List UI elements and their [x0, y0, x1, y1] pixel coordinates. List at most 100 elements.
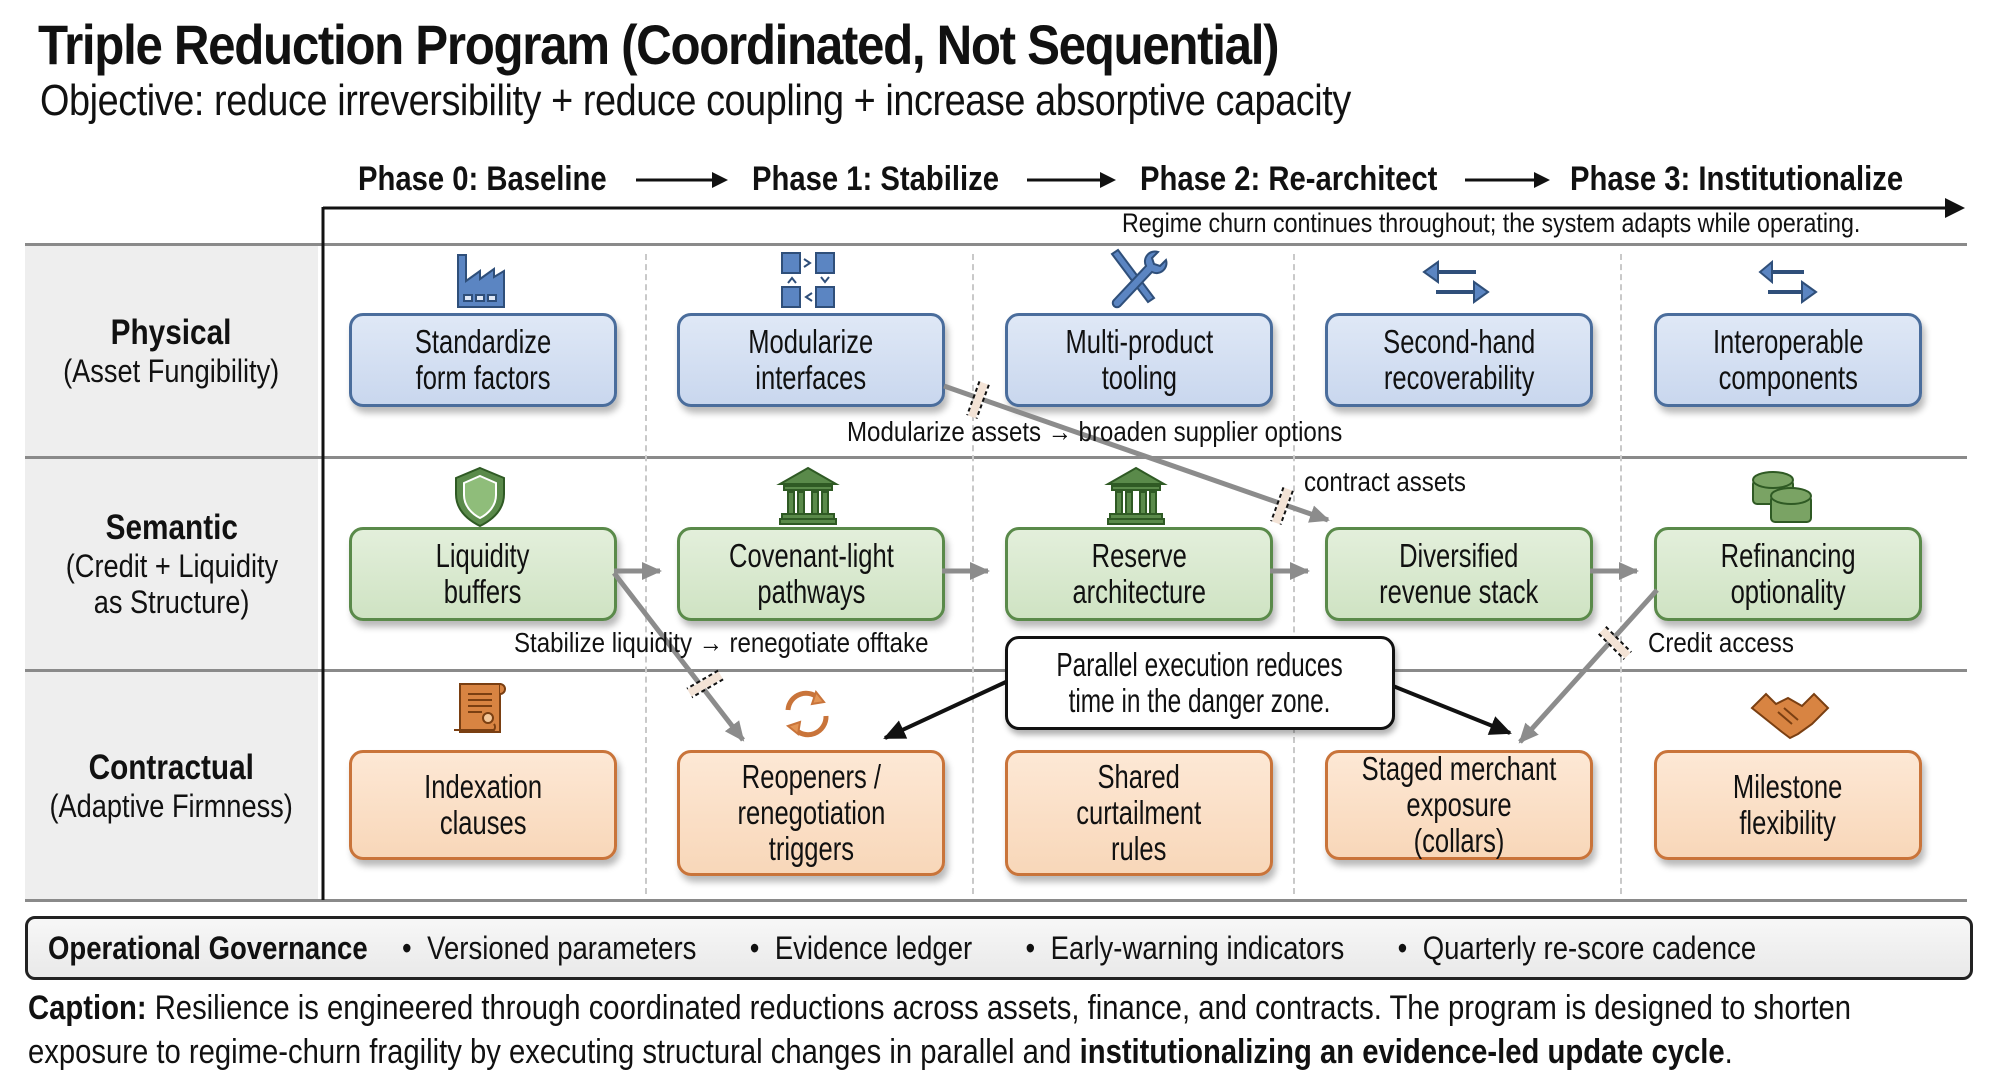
refresh-cycle-icon — [785, 689, 829, 738]
step-label: Reopeners / — [741, 758, 881, 795]
scroll-certificate-icon — [454, 683, 506, 733]
break-mark — [1598, 626, 1632, 660]
phase-1-label: Phase 1: Stabilize — [752, 160, 1000, 198]
step-label: Diversified — [1399, 537, 1519, 574]
step-label: pathways — [757, 573, 865, 610]
step-label: Milestone — [1733, 768, 1843, 805]
step-label: Multi-product — [1065, 323, 1213, 360]
phase-2-label: Phase 2: Re-architect — [1140, 160, 1438, 198]
operational-governance-bar: Operational Governance Versioned paramet… — [25, 916, 1973, 980]
step-label: architecture — [1072, 573, 1206, 610]
factory-icon — [457, 254, 505, 308]
governance-item: Versioned parameters — [402, 930, 696, 967]
step-label: renegotiation — [737, 794, 885, 831]
cross-links — [612, 383, 1659, 744]
step-label: Shared — [1097, 758, 1181, 795]
step-label: revenue stack — [1379, 573, 1539, 610]
diagram-title: Triple Reduction Program (Coordinated, N… — [38, 13, 1280, 76]
modular-interfaces-icon — [781, 252, 835, 308]
row-divider — [25, 243, 1967, 246]
governance-title: Operational Governance — [48, 929, 368, 966]
row-title: Contractual — [88, 748, 255, 787]
timeline-note: Regime churn continues throughout; the s… — [1122, 208, 1861, 238]
step-label: flexibility — [1739, 804, 1837, 841]
callout-arrow-left — [883, 679, 1009, 740]
row-label-contractual: Contractual (Adaptive Firmness) — [25, 672, 318, 900]
caption-end: . — [1724, 1033, 1733, 1071]
phase-arrow-head — [1100, 172, 1116, 188]
caption-bold-tail: institutionalizing an evidence-led updat… — [1079, 1033, 1725, 1071]
step-label: Interoperable — [1712, 323, 1864, 360]
step-label: buffers — [444, 573, 522, 610]
link-note-credit-access: Credit access — [1648, 627, 1794, 658]
governance-item: Quarterly re-score cadence — [1398, 930, 1756, 967]
step-label: curtailment — [1076, 794, 1202, 831]
phase-arrow-head — [1534, 172, 1550, 188]
step-label: Second-hand — [1382, 323, 1536, 360]
phase-arrows — [636, 172, 1550, 188]
link-note-stabilize: Stabilize liquidity → renegotiate offtak… — [514, 627, 929, 658]
governance-item: Evidence ledger — [750, 930, 972, 967]
row-title: Physical — [111, 313, 232, 352]
step-label: Liquidity — [436, 537, 530, 574]
link-note-modularize: Modularize assets → broaden supplier opt… — [847, 416, 1343, 447]
row-label-semantic: Semantic (Credit + Liquidity as Structur… — [25, 459, 318, 669]
shield-icon — [455, 466, 505, 528]
step-label: triggers — [768, 830, 854, 867]
row-subtitle: (Credit + Liquidity — [65, 548, 278, 584]
timeline-axis-head — [1945, 198, 1965, 218]
step-label: Standardize — [414, 323, 552, 360]
governance-item: Early-warning indicators — [1025, 930, 1345, 967]
handshake-icon — [1750, 692, 1830, 740]
link-liquidity-to-reopeners — [612, 571, 745, 742]
callout-arrows — [883, 679, 1512, 740]
tools-icon — [1110, 248, 1168, 309]
caption-text: Resilience is engineered through coordin… — [28, 989, 1852, 1071]
link-note-contract-assets: contract assets — [1304, 466, 1466, 497]
row-subtitle: (Adaptive Firmness) — [49, 788, 294, 824]
step-label: clauses — [439, 804, 527, 841]
row-label-physical: Physical (Asset Fungibility) — [25, 246, 318, 456]
step-label: form factors — [415, 359, 551, 396]
step-label: exposure (collars) — [1406, 786, 1512, 859]
row-divider — [25, 669, 1967, 672]
link-refinancing-to-staged — [1518, 588, 1659, 744]
step-label: Reserve — [1091, 537, 1187, 574]
step-label: tooling — [1101, 359, 1177, 396]
step-label: components — [1718, 359, 1858, 396]
row-subtitle: as Structure) — [93, 584, 250, 620]
phase-3-label: Phase 3: Institutionalize — [1570, 160, 1904, 198]
row-divider — [25, 456, 1967, 459]
diagram-subtitle: Objective: reduce irreversibility + redu… — [40, 76, 1351, 125]
step-label: Staged merchant — [1361, 750, 1557, 787]
bank-icon — [776, 466, 840, 525]
figure-caption: Caption: Resilience is engineered throug… — [28, 986, 1918, 1074]
timeline-axis — [321, 198, 1965, 900]
row-divider — [25, 899, 1967, 902]
row-subtitle: (Asset Fungibility) — [63, 353, 280, 389]
swap-arrows-icon — [1422, 260, 1490, 304]
exchange-arrows-icon — [1758, 259, 1818, 304]
callout-line: time in the danger zone. — [1069, 682, 1331, 719]
step-label: interfaces — [755, 359, 867, 396]
bank-icon — [1104, 466, 1168, 525]
step-label: Covenant-light — [728, 537, 894, 574]
step-label: rules — [1111, 830, 1167, 867]
